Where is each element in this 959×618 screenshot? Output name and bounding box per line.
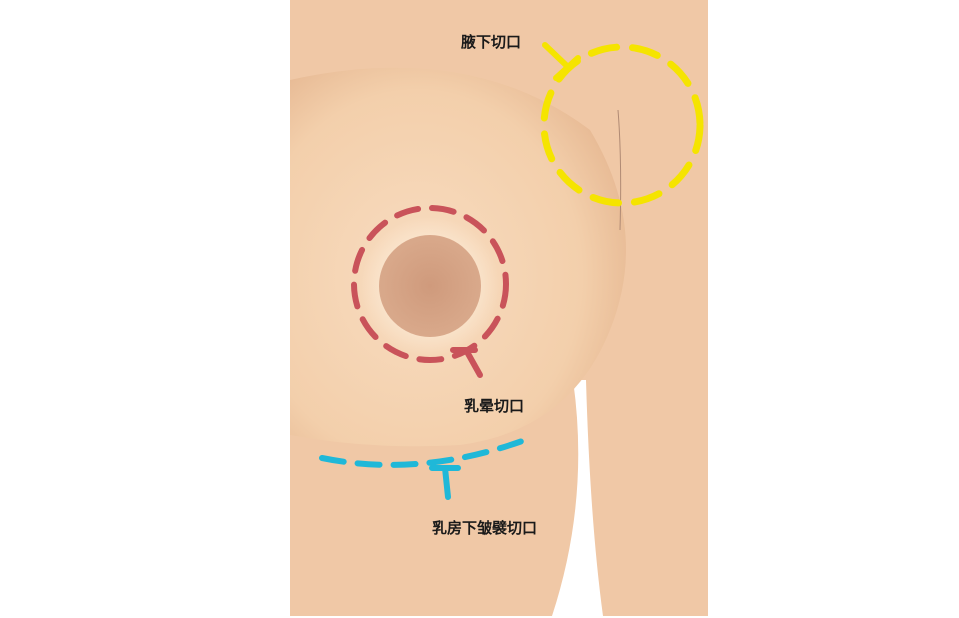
axillary-incision-label: 腋下切口 bbox=[461, 33, 522, 51]
breast-illustration bbox=[290, 0, 708, 616]
axillary-incision-line bbox=[540, 43, 704, 207]
periareolar-incision-line bbox=[351, 205, 509, 363]
inframammary-pointer bbox=[429, 465, 461, 500]
periareolar-incision-label: 乳晕切口 bbox=[464, 397, 525, 415]
inframammary-incision-label: 乳房下皱襞切口 bbox=[432, 519, 538, 537]
areola bbox=[379, 235, 481, 337]
arm-gap bbox=[552, 380, 603, 616]
illustration-panel bbox=[290, 0, 708, 616]
periareolar-pointer bbox=[450, 347, 483, 378]
axillary-pointer bbox=[542, 42, 581, 81]
inframammary-incision-line bbox=[319, 437, 528, 468]
